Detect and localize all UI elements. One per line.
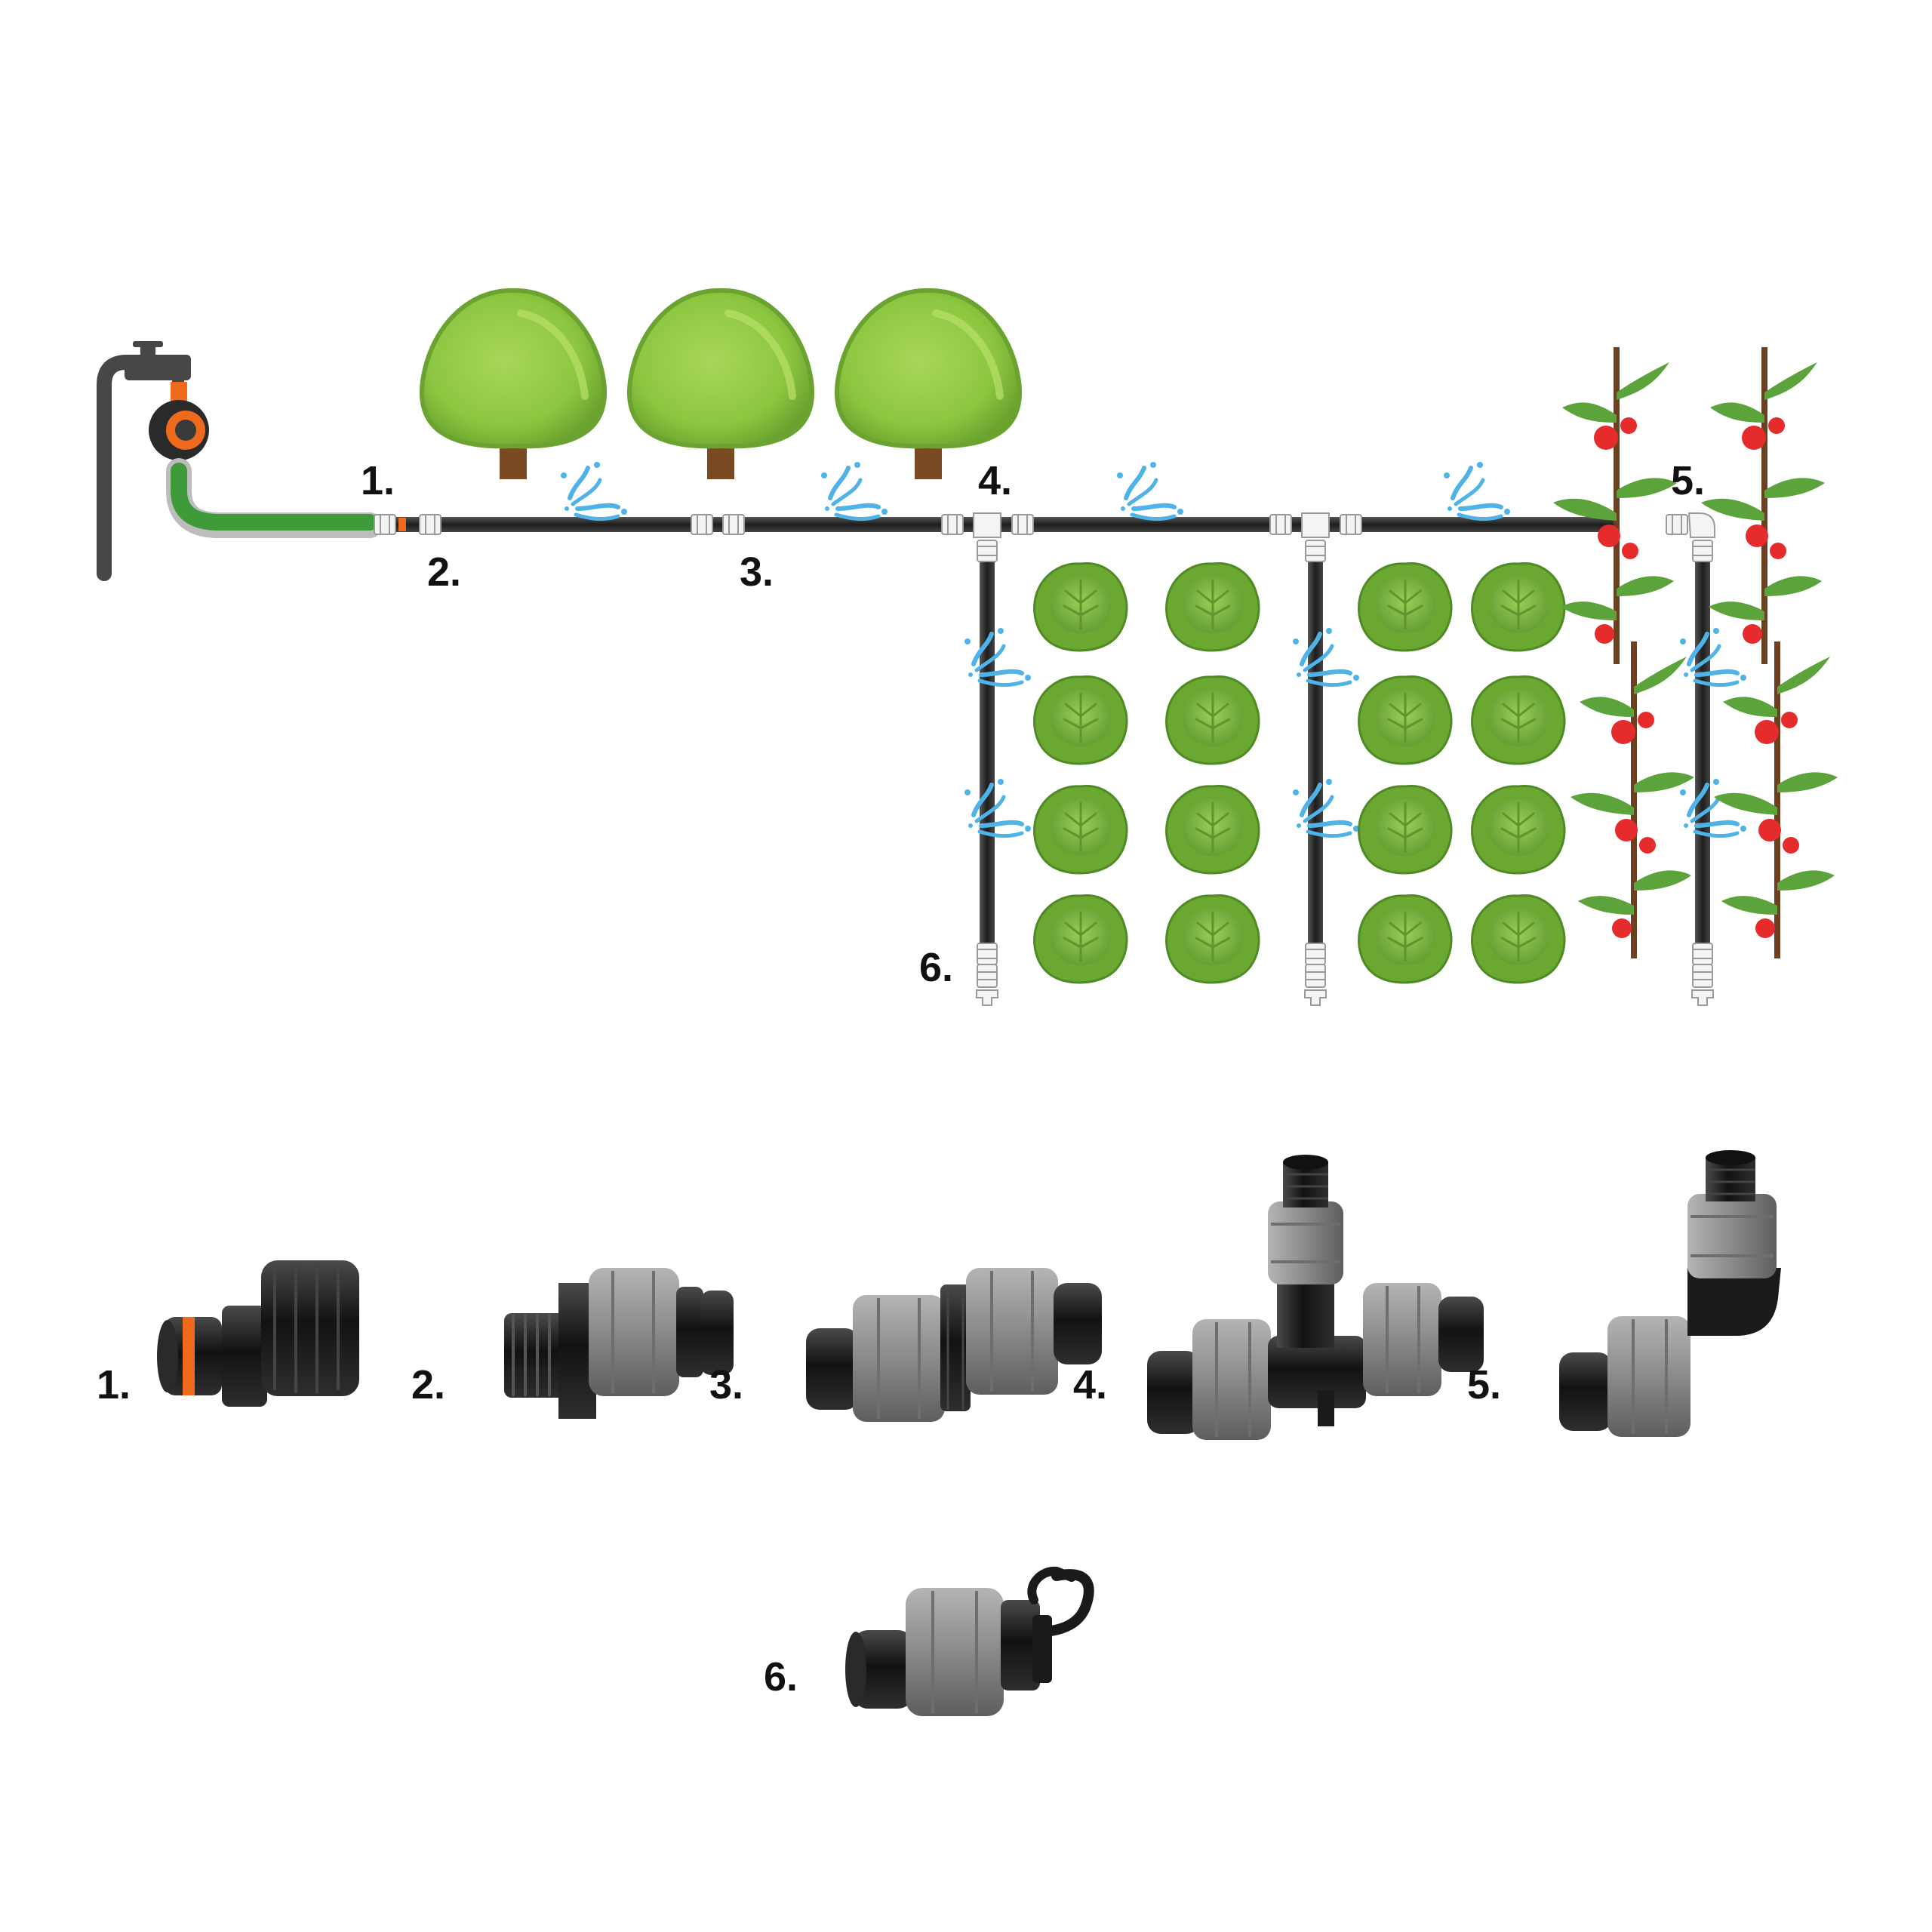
water-splash (1444, 462, 1510, 519)
part-tee (1147, 1155, 1484, 1440)
tomato-plant-4 (1714, 641, 1838, 958)
tomato-plant-1 (1553, 347, 1677, 664)
lettuce-bed (1033, 561, 1566, 984)
diagram-label-1: 1. (361, 458, 395, 503)
tree-2 (629, 291, 812, 479)
faucet (97, 341, 191, 581)
part-elbow (1559, 1150, 1781, 1437)
end-plug-marker-1 (976, 964, 998, 1006)
part-end-plug (845, 1566, 1094, 1716)
part-label-6: 6. (764, 1654, 798, 1700)
part-hose-connector (157, 1260, 359, 1407)
tomato-plant-2 (1701, 347, 1825, 664)
lateral-line-3 (1695, 558, 1710, 951)
diagram-label-5: 5. (1671, 458, 1705, 503)
water-splash (561, 462, 627, 519)
tee-marker-2 (1269, 512, 1362, 562)
part-coupler (806, 1268, 1102, 1422)
water-splash (1680, 628, 1746, 685)
tomato-plant-3 (1571, 641, 1694, 958)
water-splash (1293, 628, 1359, 685)
water-splash (964, 628, 1031, 685)
elbow-marker (1666, 512, 1715, 562)
diagram-label-2: 2. (427, 549, 461, 595)
lateral-line-2 (1308, 558, 1323, 951)
tee-marker-1 (941, 512, 1034, 562)
diagram-label-4: 4. (978, 458, 1012, 503)
end-plug-marker-2 (1304, 964, 1327, 1006)
part-label-2: 2. (411, 1362, 445, 1407)
part-label-4: 4. (1073, 1362, 1107, 1407)
part-male-adapter (504, 1268, 734, 1419)
water-splash (1117, 462, 1183, 519)
part-label-3: 3. (709, 1362, 743, 1407)
end-plug-marker-3 (1691, 964, 1714, 1006)
part-label-1: 1. (97, 1362, 131, 1407)
male-adapter-marker (419, 514, 441, 535)
part-label-5: 5. (1467, 1362, 1501, 1407)
water-splash (964, 779, 1031, 836)
water-splash (821, 462, 888, 519)
water-timer (149, 382, 209, 472)
hose-connector-marker (374, 514, 406, 535)
tree-3 (837, 291, 1020, 479)
garden-hose (166, 458, 383, 538)
diagram-label-6: 6. (919, 945, 953, 990)
water-splash (1293, 779, 1359, 836)
lateral-line-1 (980, 558, 995, 951)
diagram-label-3: 3. (740, 549, 774, 595)
tree-1 (422, 291, 605, 479)
